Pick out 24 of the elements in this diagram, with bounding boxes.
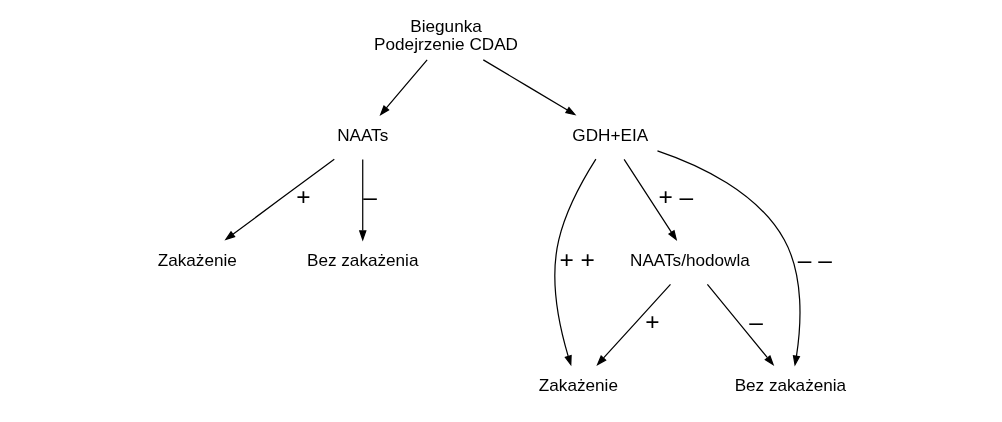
arrow [623, 158, 677, 242]
arrow [223, 158, 335, 241]
edge-label: + – [657, 183, 693, 211]
node-text: NAATs/hodowla [629, 250, 750, 271]
edge-label: + [295, 183, 310, 211]
arrow [379, 59, 428, 116]
arrow [706, 283, 774, 366]
node-text: NAATs [336, 125, 388, 146]
edge-label: + + [558, 245, 595, 273]
node-text: Zakażenie [538, 375, 618, 396]
edge-label: – [362, 183, 377, 211]
node-text: Zakażenie [157, 250, 237, 271]
node-text: Bez zakażenia [306, 250, 418, 271]
arrow [595, 283, 671, 366]
edge-label: + [644, 308, 660, 336]
arrow [553, 158, 596, 367]
arrow [656, 150, 801, 367]
node-text: GDH+EIA [571, 125, 648, 146]
arrow [482, 59, 576, 116]
node-text: Bez zakażenia [734, 375, 846, 396]
arrow [358, 158, 367, 242]
node-text: Biegunka Podejrzenie CDAD [373, 15, 518, 55]
edge-label: – [748, 308, 763, 336]
edge-label: – – [797, 245, 832, 273]
